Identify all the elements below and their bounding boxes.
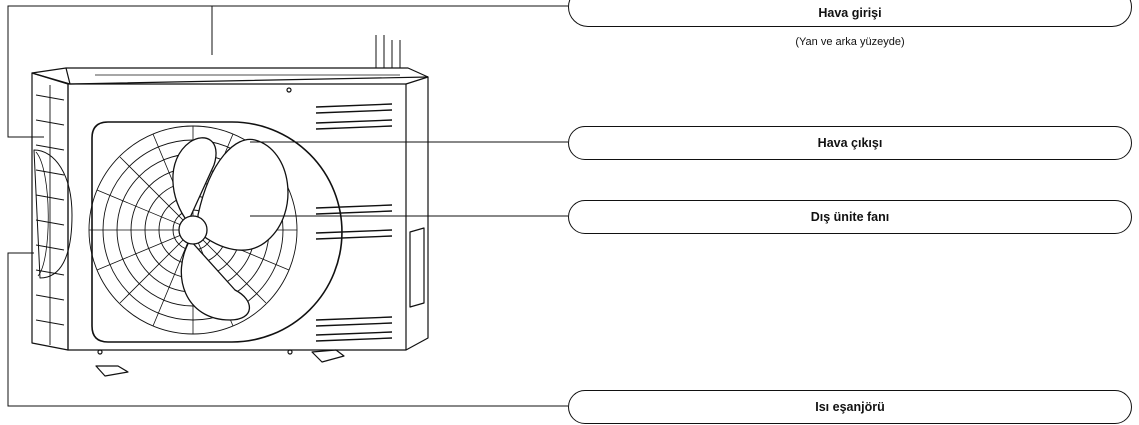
- service-panel: [410, 228, 424, 307]
- air-inlet-note: (Yan ve arka yüzeyde): [568, 36, 1132, 48]
- unit-foot-right: [312, 350, 344, 362]
- side-grille: [34, 150, 72, 278]
- outdoor-fan-label: Dış ünite fanı: [568, 200, 1132, 234]
- unit-foot-left: [96, 366, 128, 376]
- heat-exchanger-label: Isı eşanjörü: [568, 390, 1132, 424]
- air-outlet-label: Hava çıkışı: [568, 126, 1132, 160]
- unit-top-panel: [32, 68, 428, 84]
- air-inlet-label: Hava girişi: [568, 0, 1132, 27]
- fan-blades: [173, 138, 288, 320]
